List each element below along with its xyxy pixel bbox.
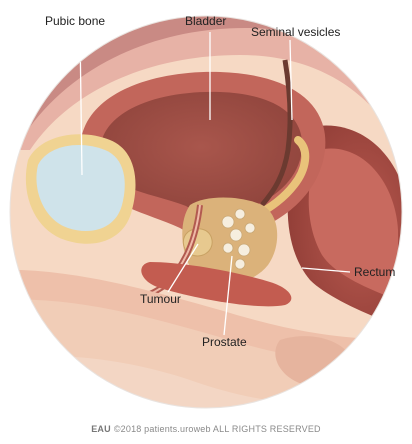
copyright-text: ©2018 patients.uroweb ALL RIGHTS RESERVE… — [114, 424, 321, 434]
label-tumour: Tumour — [140, 292, 181, 306]
eau-logo: EAU — [91, 424, 111, 434]
label-pubic-bone: Pubic bone — [45, 14, 105, 28]
label-prostate: Prostate — [202, 335, 247, 349]
label-rectum: Rectum — [354, 265, 395, 279]
copyright-notice: EAU©2018 patients.uroweb ALL RIGHTS RESE… — [0, 424, 412, 434]
label-bladder: Bladder — [185, 14, 226, 28]
label-seminal-vesicles: Seminal vesicles — [251, 25, 340, 39]
